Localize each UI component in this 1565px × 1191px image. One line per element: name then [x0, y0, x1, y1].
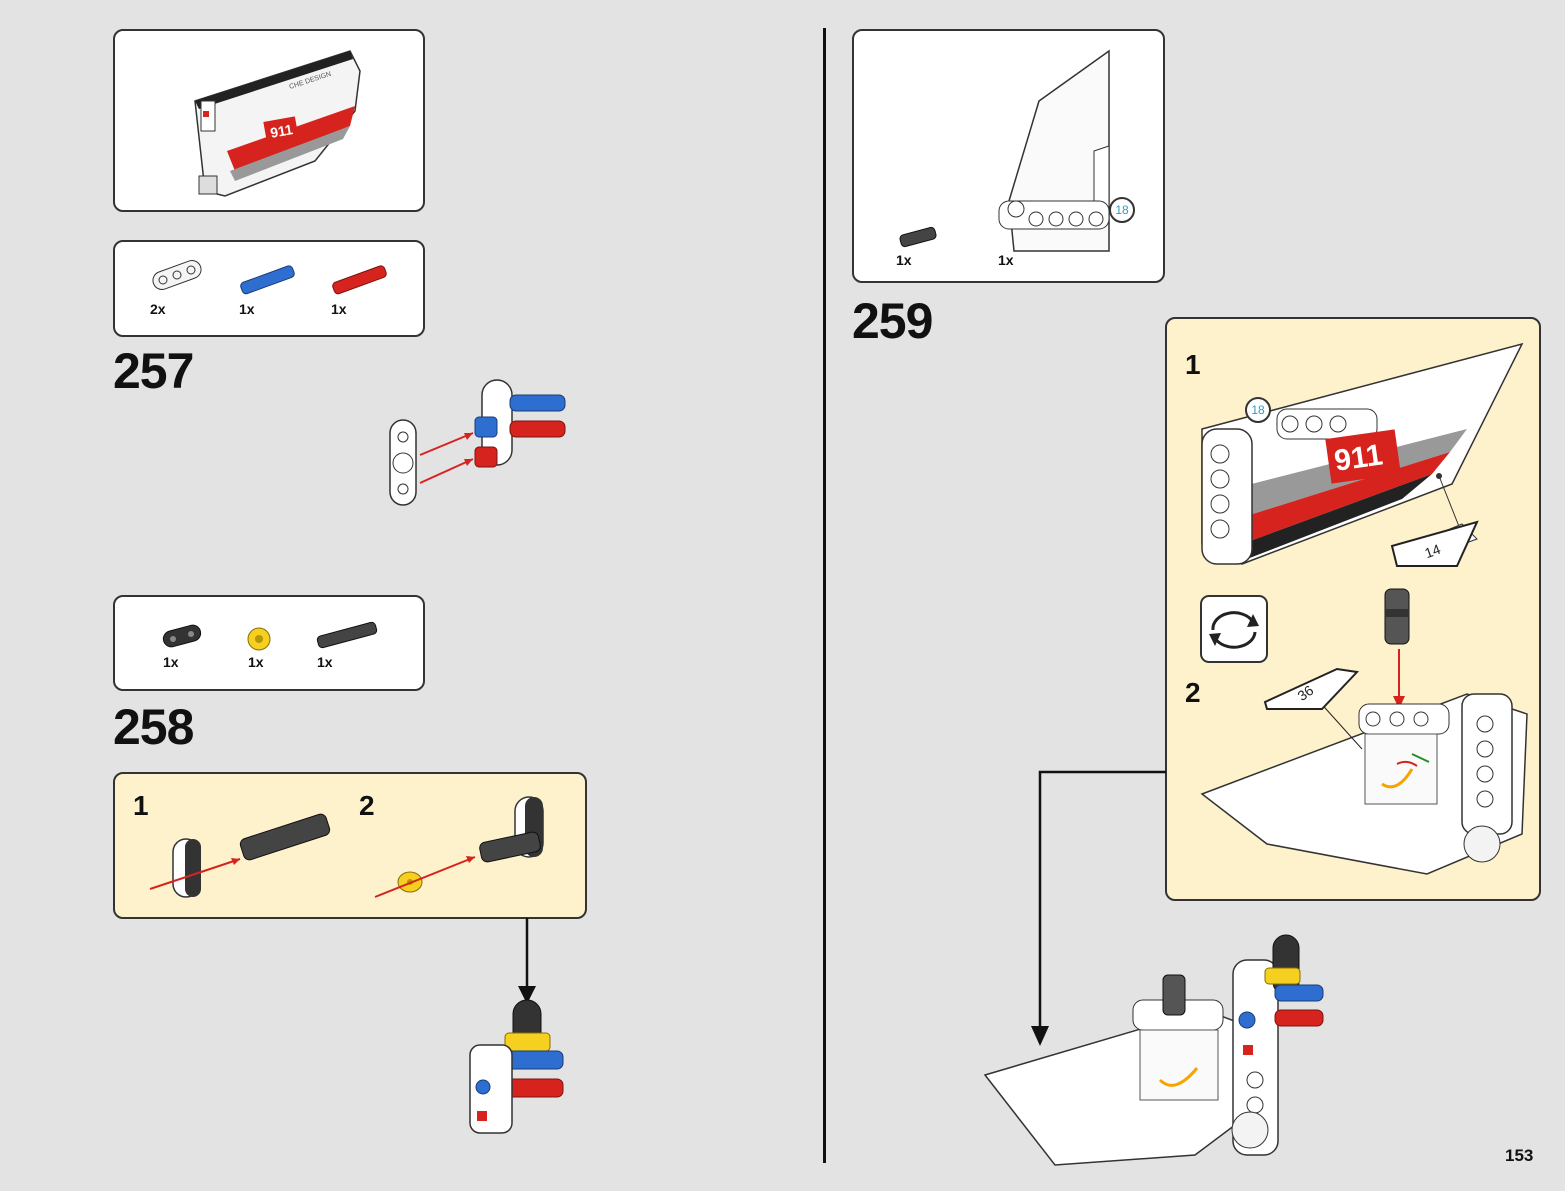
red-axle-pin-icon	[332, 265, 387, 295]
substep-2-illustration: 36	[1200, 588, 1528, 875]
liftarm-icon	[152, 260, 202, 290]
substep-1-illustration: 911 14	[1201, 342, 1524, 567]
substep-1-illustration	[149, 813, 331, 898]
sticker-911-text: 911	[1332, 438, 1385, 477]
blue-axle-pin-icon	[240, 265, 295, 295]
step-259-parts-list: 1x 1x 18	[852, 29, 1165, 283]
preview-sticker-text: 911	[269, 121, 294, 141]
part-qty: 1x	[163, 654, 179, 670]
assembly-connector	[1031, 770, 1166, 1046]
part-qty: 1x	[317, 654, 333, 670]
callout-badge: 18	[1109, 197, 1135, 223]
part-qty: 1x	[896, 252, 912, 268]
substep-label: 1	[1185, 349, 1201, 380]
page-divider	[823, 28, 826, 1163]
preview-box: 911 CHE DESIGN	[113, 29, 425, 212]
substep-label: 2	[1185, 677, 1201, 708]
assembly-arrow	[518, 918, 536, 1004]
step-258-parts-list: 1x 1x 1x	[113, 595, 425, 691]
step-259-subassembly-panel: 1 2 911 14 18	[1165, 317, 1541, 901]
substep-label: 1	[133, 790, 149, 821]
black-liftarm-icon	[162, 624, 202, 648]
assembly-preview-image: 911 CHE DESIGN	[194, 50, 361, 197]
substep-2-illustration	[374, 796, 544, 898]
part-qty: 2x	[150, 301, 166, 317]
sticker-ref-14: 14	[1422, 541, 1442, 561]
part-qty: 1x	[331, 301, 347, 317]
step-257-illustration	[389, 379, 566, 506]
part-qty: 1x	[998, 252, 1014, 268]
step-258-result-illustration	[469, 999, 564, 1134]
pin-icon	[899, 226, 937, 248]
step-257-parts-list: 2x 1x 1x	[113, 240, 425, 337]
page-number: 153	[1505, 1146, 1534, 1165]
step-number: 257	[113, 343, 194, 399]
callout-badge: 18	[1245, 397, 1271, 423]
rotate-icon[interactable]	[1199, 594, 1269, 664]
substep-label: 2	[359, 790, 375, 821]
part-qty: 1x	[248, 654, 264, 670]
step-number: 259	[852, 293, 933, 349]
long-pin-icon	[316, 621, 378, 649]
step-258-subassembly-panel: 1 2	[113, 772, 587, 919]
panel-icon	[998, 49, 1110, 252]
yellow-bush-icon	[247, 627, 271, 651]
step-259-result-illustration	[983, 934, 1324, 1166]
part-qty: 1x	[239, 301, 255, 317]
step-number: 258	[113, 699, 194, 755]
